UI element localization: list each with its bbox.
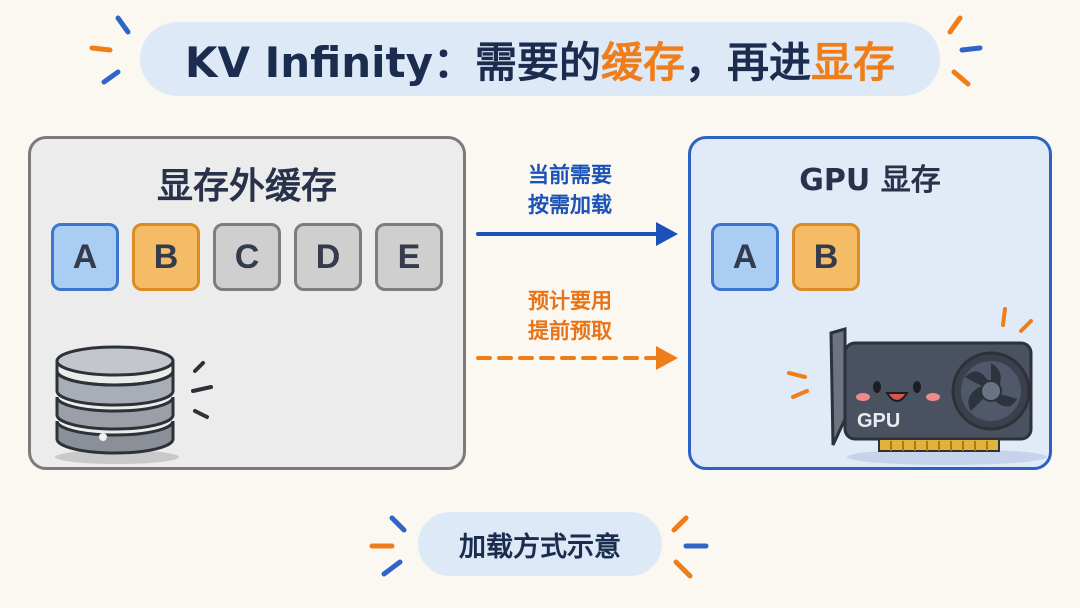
cache-block-a: A [51,223,119,291]
prefetch-label: 预计要用 提前预取 [500,286,640,346]
prefetch-arrow [476,346,678,370]
prefetch-line2: 提前预取 [528,319,612,343]
gpu-card-label: GPU [857,410,900,432]
off-gpu-cache-title: 显存外缓存 [156,166,337,207]
on-demand-arrow [476,222,678,246]
cache-block-b: B [132,223,200,291]
vram-block-b: B [792,223,860,291]
database-icon [55,345,213,464]
cache-block-e: E [375,223,443,291]
gpu-vram-title: GPU 显存 [799,163,941,198]
cache-block-c: C [213,223,281,291]
cache-block-d: D [294,223,362,291]
on-demand-line2: 按需加载 [528,193,612,217]
title-prefix: KV Infinity：需要的 [184,37,602,87]
diagram-caption: 加载方式示意 [418,512,662,576]
off-gpu-cache-panel: 显存外缓存 A B C D E [28,136,466,470]
page-title: KV Infinity：需要的 缓存 ，再进 显存 [140,22,940,96]
gpu-card-icon: GPU [787,307,1047,465]
gpu-vram-panel: GPU 显存 A B [688,136,1052,470]
prefetch-line1: 预计要用 [528,289,612,313]
on-demand-label: 当前需要 按需加载 [500,160,640,220]
title-accent-cache: 缓存 [601,37,686,87]
title-middle: ，再进 [685,37,812,87]
title-accent-vram: 显存 [811,37,896,87]
on-demand-line1: 当前需要 [528,163,612,187]
vram-block-a: A [711,223,779,291]
